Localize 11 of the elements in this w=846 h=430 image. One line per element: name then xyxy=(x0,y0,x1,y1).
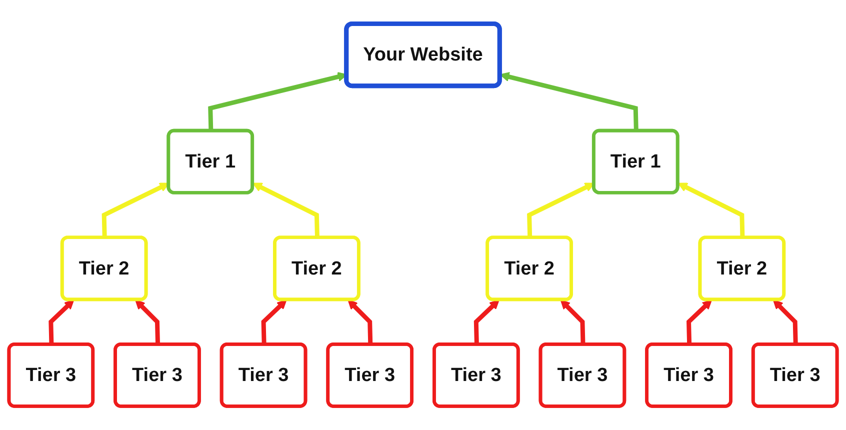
arrow xyxy=(678,182,745,238)
arrow xyxy=(560,300,586,345)
arrow xyxy=(261,300,287,345)
arrow xyxy=(48,300,74,345)
arrow xyxy=(500,72,638,132)
arrow xyxy=(252,182,320,238)
arrow xyxy=(348,300,373,345)
arrow xyxy=(772,300,798,345)
arrow xyxy=(474,300,500,345)
arrow xyxy=(686,300,712,345)
arrow xyxy=(135,300,160,345)
